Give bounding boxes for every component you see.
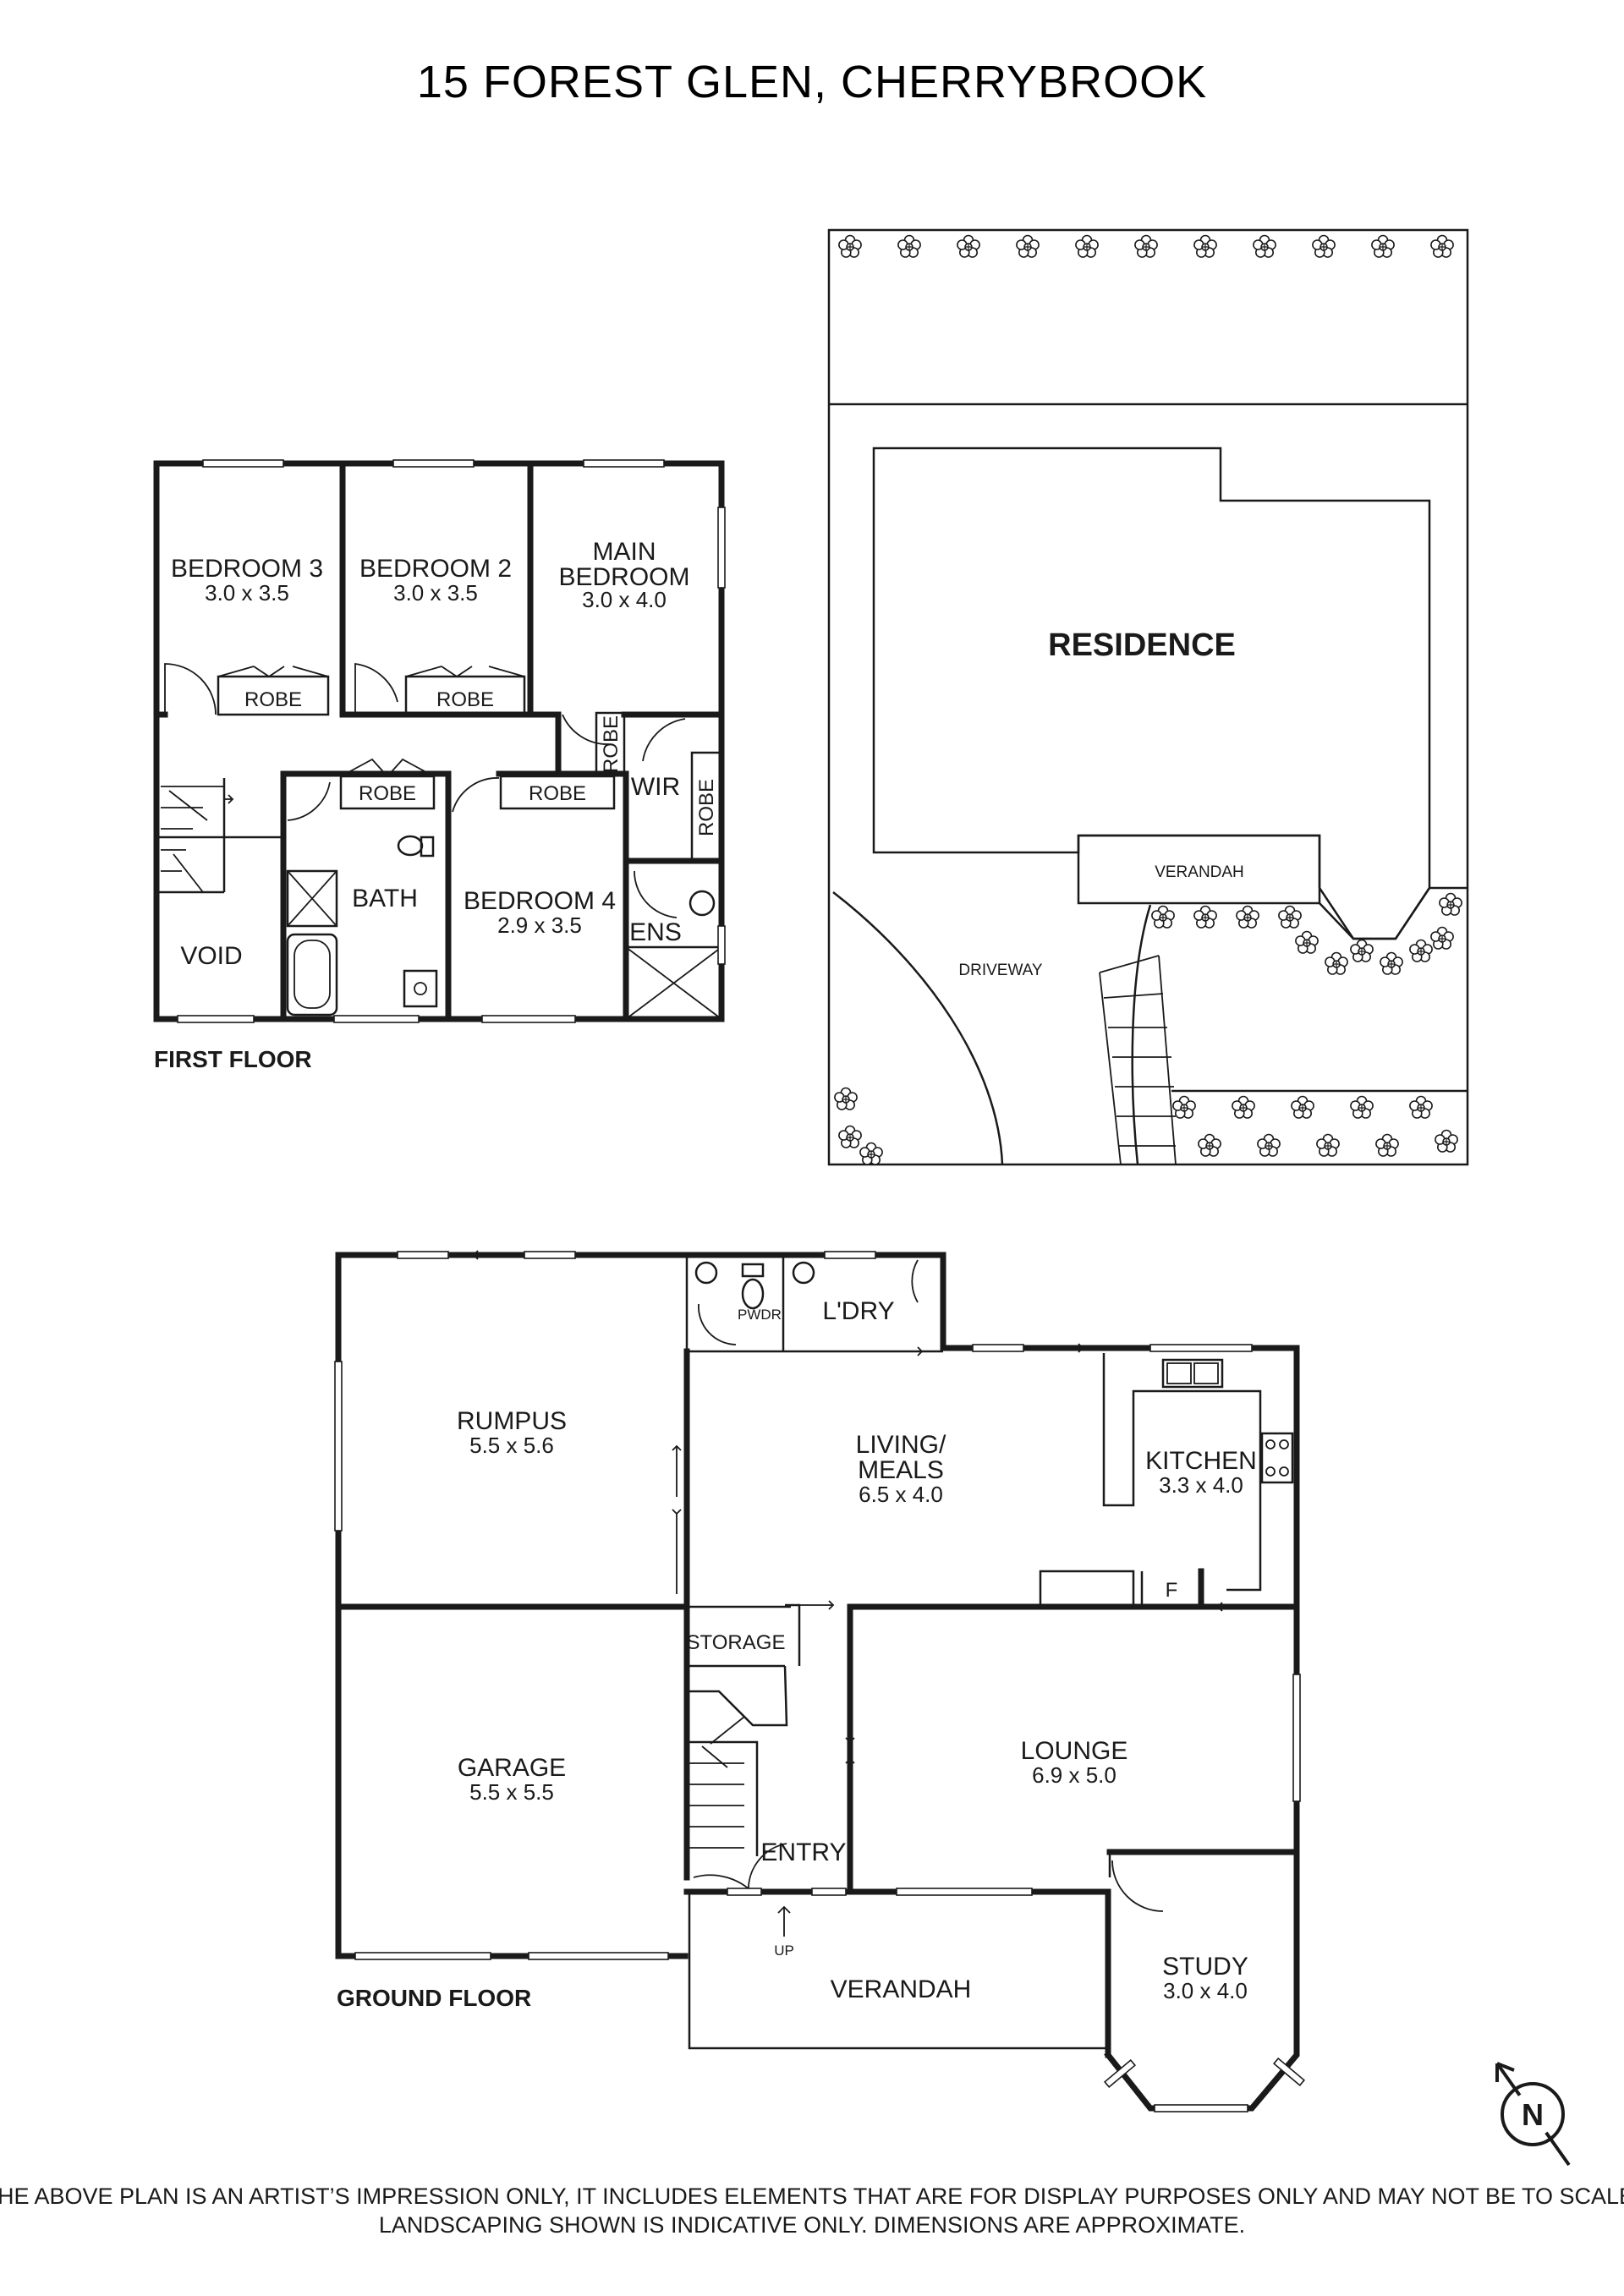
room-study-label: STUDY	[1162, 1953, 1248, 1981]
room-lounge-dimensions: 6.9 x 5.0	[1032, 1762, 1116, 1788]
ens-label: ENS	[629, 918, 682, 946]
site-boundary	[827, 228, 1469, 1166]
residence-outline	[872, 447, 1431, 940]
residence-label: RESIDENCE	[1048, 627, 1236, 663]
entry-label: ENTRY	[760, 1838, 846, 1866]
verandah-label: VERANDAH	[831, 1975, 972, 2003]
room-bedroom-4-dimensions: 2.9 x 3.5	[497, 912, 582, 938]
driveway-label: DRIVEWAY	[958, 962, 1043, 979]
disclaimer-line-1: THE ABOVE PLAN IS AN ARTIST’S IMPRESSION…	[0, 2184, 1624, 2209]
room-garage-dimensions: 5.5 x 5.5	[469, 1779, 554, 1805]
compass-letter: N	[1522, 2097, 1544, 2132]
wir-label: WIR	[631, 773, 680, 801]
robe-label-bedroom-4: ROBE	[529, 782, 586, 805]
room-living-meals-dimensions: 6.5 x 4.0	[859, 1482, 943, 1507]
room-bedroom-3-label: BEDROOM 3	[171, 555, 323, 583]
robe-label-main-2: ROBE	[695, 779, 718, 836]
room-rumpus-label: RUMPUS	[457, 1407, 567, 1435]
site-plan: RESIDENCE VERANDAH DRIVEWAY	[827, 228, 1469, 1166]
plan-title: 15 FOREST GLEN, CHERRYBROOK	[417, 57, 1207, 107]
laundry-label: L'DRY	[822, 1297, 894, 1325]
site-verandah	[1077, 834, 1321, 905]
storage-label: STORAGE	[687, 1631, 786, 1654]
room-meals-label: MEALS	[858, 1456, 944, 1484]
room-rumpus-dimensions: 5.5 x 5.6	[469, 1433, 554, 1458]
room-kitchen-dimensions: 3.3 x 4.0	[1159, 1472, 1243, 1498]
fridge-label: F	[1166, 1579, 1178, 1602]
room-bedroom-2-dimensions: 3.0 x 3.5	[393, 580, 478, 606]
robe-label-main-1: ROBE	[600, 715, 623, 773]
room-main-bedroom-dimensions: 3.0 x 4.0	[582, 587, 667, 612]
up-label: UP	[774, 1943, 794, 1959]
room-kitchen-label: KITCHEN	[1145, 1447, 1257, 1475]
void-label: VOID	[180, 942, 242, 970]
room-garage-label: GARAGE	[458, 1754, 566, 1782]
robe-label-bedroom-2: ROBE	[436, 688, 494, 711]
ground-verandah	[688, 1890, 1110, 2050]
shrub-icons	[834, 234, 1462, 1165]
room-lounge-label: LOUNGE	[1021, 1737, 1128, 1765]
disclaimer-line-2: LANDSCAPING SHOWN IS INDICATIVE ONLY. DI…	[379, 2212, 1245, 2238]
room-living-label: LIVING/	[856, 1431, 946, 1459]
ground-floor-plan: RUMPUS 5.5 x 5.6 LIVING/ MEALS 6.5 x 4.0…	[334, 1250, 1306, 2112]
robe-label-hall: ROBE	[359, 782, 416, 805]
room-main-bedroom-label-2: BEDROOM	[558, 563, 689, 591]
room-bedroom-4-label: BEDROOM 4	[464, 887, 616, 915]
north-arrow-icon: N	[1495, 2062, 1571, 2167]
pwdr-label: PWDR	[738, 1307, 782, 1323]
site-verandah-label: VERANDAH	[1155, 863, 1244, 881]
room-study-dimensions: 3.0 x 4.0	[1163, 1978, 1248, 2003]
room-bedroom-2-label: BEDROOM 2	[359, 555, 512, 583]
robe-label-bedroom-3: ROBE	[244, 688, 302, 711]
room-bedroom-3-dimensions: 3.0 x 3.5	[205, 580, 289, 606]
room-main-bedroom-label: MAIN	[593, 538, 656, 566]
first-floor-label: FIRST FLOOR	[154, 1046, 312, 1072]
bath-label: BATH	[352, 885, 418, 912]
ground-floor-label: GROUND FLOOR	[337, 1985, 531, 2011]
first-floor-plan: BEDROOM 3 3.0 x 3.5 BEDROOM 2 3.0 x 3.5 …	[153, 459, 726, 1072]
